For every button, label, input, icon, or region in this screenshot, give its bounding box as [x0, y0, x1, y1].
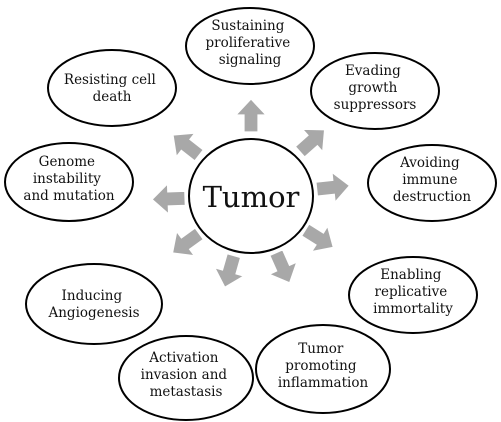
hallmark-label-line: Evading	[345, 63, 401, 79]
hallmark-label-line: Angiogenesis	[47, 305, 139, 321]
hallmark-node-cell-death: Resisting cell death	[47, 49, 177, 127]
hallmark-label: Resisting cell death	[64, 72, 160, 105]
hallmark-label: Evading growth suppressors	[334, 63, 417, 113]
hallmark-node-proliferative: Sustaining proliferative signaling	[185, 7, 315, 85]
center-node: Tumor	[188, 138, 314, 254]
hallmark-label-line: destruction	[393, 189, 472, 205]
hallmark-label-line: suppressors	[334, 97, 417, 113]
hallmark-label-line: immune	[402, 172, 457, 188]
hallmark-label-line: invasion and	[141, 367, 228, 383]
hallmark-oval	[25, 263, 163, 345]
arrow-proliferative	[234, 98, 268, 133]
hallmark-node-metastasis: Activation invasion and metastasis	[118, 335, 254, 421]
hallmark-label-line: signaling	[219, 52, 282, 68]
hallmark-label-line: promoting	[285, 358, 357, 374]
arrow-metastasis	[213, 252, 246, 289]
hallmark-label-line: Genome	[39, 154, 95, 170]
hallmark-node-inflammation: Tumor promoting inflammation	[255, 324, 391, 414]
hallmark-label-line: instability	[33, 171, 101, 187]
arrow-angiogenesis	[171, 227, 205, 257]
arrow-growth-suppressors	[294, 128, 326, 158]
hallmark-label: Tumor promoting inflammation	[278, 341, 369, 391]
hallmark-oval	[348, 256, 478, 334]
arrow-cell-death	[172, 132, 205, 162]
hallmark-label-line: Avoiding	[399, 155, 460, 171]
hallmark-label-line: Resisting cell	[64, 72, 156, 88]
hallmark-label-line: proliferative	[205, 35, 290, 51]
hallmark-oval	[4, 142, 134, 222]
hallmark-label-line: and mutation	[23, 188, 115, 204]
hallmark-oval	[367, 144, 497, 222]
hallmark-label-line: inflammation	[278, 375, 369, 391]
hallmark-label-line: death	[93, 89, 132, 105]
hallmark-node-immune-destruction: Avoiding immune destruction	[367, 144, 497, 222]
hallmark-label-line: Inducing	[62, 288, 123, 304]
hallmark-label: Avoiding immune destruction	[393, 155, 472, 205]
hallmark-label: Enabling replicative immortality	[373, 267, 453, 317]
hallmark-label-line: growth	[348, 80, 397, 96]
arrow-immune-destruction	[315, 171, 351, 204]
hallmark-oval	[118, 335, 254, 421]
hallmark-label-line: Tumor	[298, 341, 344, 357]
hallmark-label-line: Activation	[148, 350, 219, 366]
center-label: Tumor	[203, 180, 300, 214]
arrow-replicative-immortality	[300, 223, 335, 253]
center-oval	[188, 138, 314, 254]
hallmark-oval	[310, 52, 440, 130]
arrow-inflammation	[267, 249, 298, 284]
hallmark-node-replicative-immortality: Enabling replicative immortality	[348, 256, 478, 334]
hallmark-label-line: replicative	[375, 284, 448, 300]
hallmark-node-genome-instability: Genome instability and mutation	[4, 142, 134, 222]
hallmark-oval	[255, 324, 391, 414]
hallmark-label: Sustaining proliferative signaling	[205, 18, 294, 68]
hallmark-oval	[185, 7, 315, 85]
hallmark-label-line: Enabling	[380, 267, 442, 283]
hallmark-label-line: metastasis	[150, 384, 223, 400]
hallmark-label-line: immortality	[373, 301, 453, 317]
arrows-layer	[151, 98, 351, 289]
hallmark-node-growth-suppressors: Evading growth suppressors	[310, 52, 440, 130]
hallmark-oval	[47, 49, 177, 127]
hallmark-label: Genome instability and mutation	[23, 154, 115, 204]
hallmark-label: Activation invasion and metastasis	[141, 350, 232, 400]
arrow-genome-instability	[151, 182, 186, 216]
hallmark-label: Inducing Angiogenesis	[47, 288, 139, 321]
hallmark-label-line: Sustaining	[211, 18, 284, 34]
hallmark-node-angiogenesis: Inducing Angiogenesis	[25, 263, 163, 345]
